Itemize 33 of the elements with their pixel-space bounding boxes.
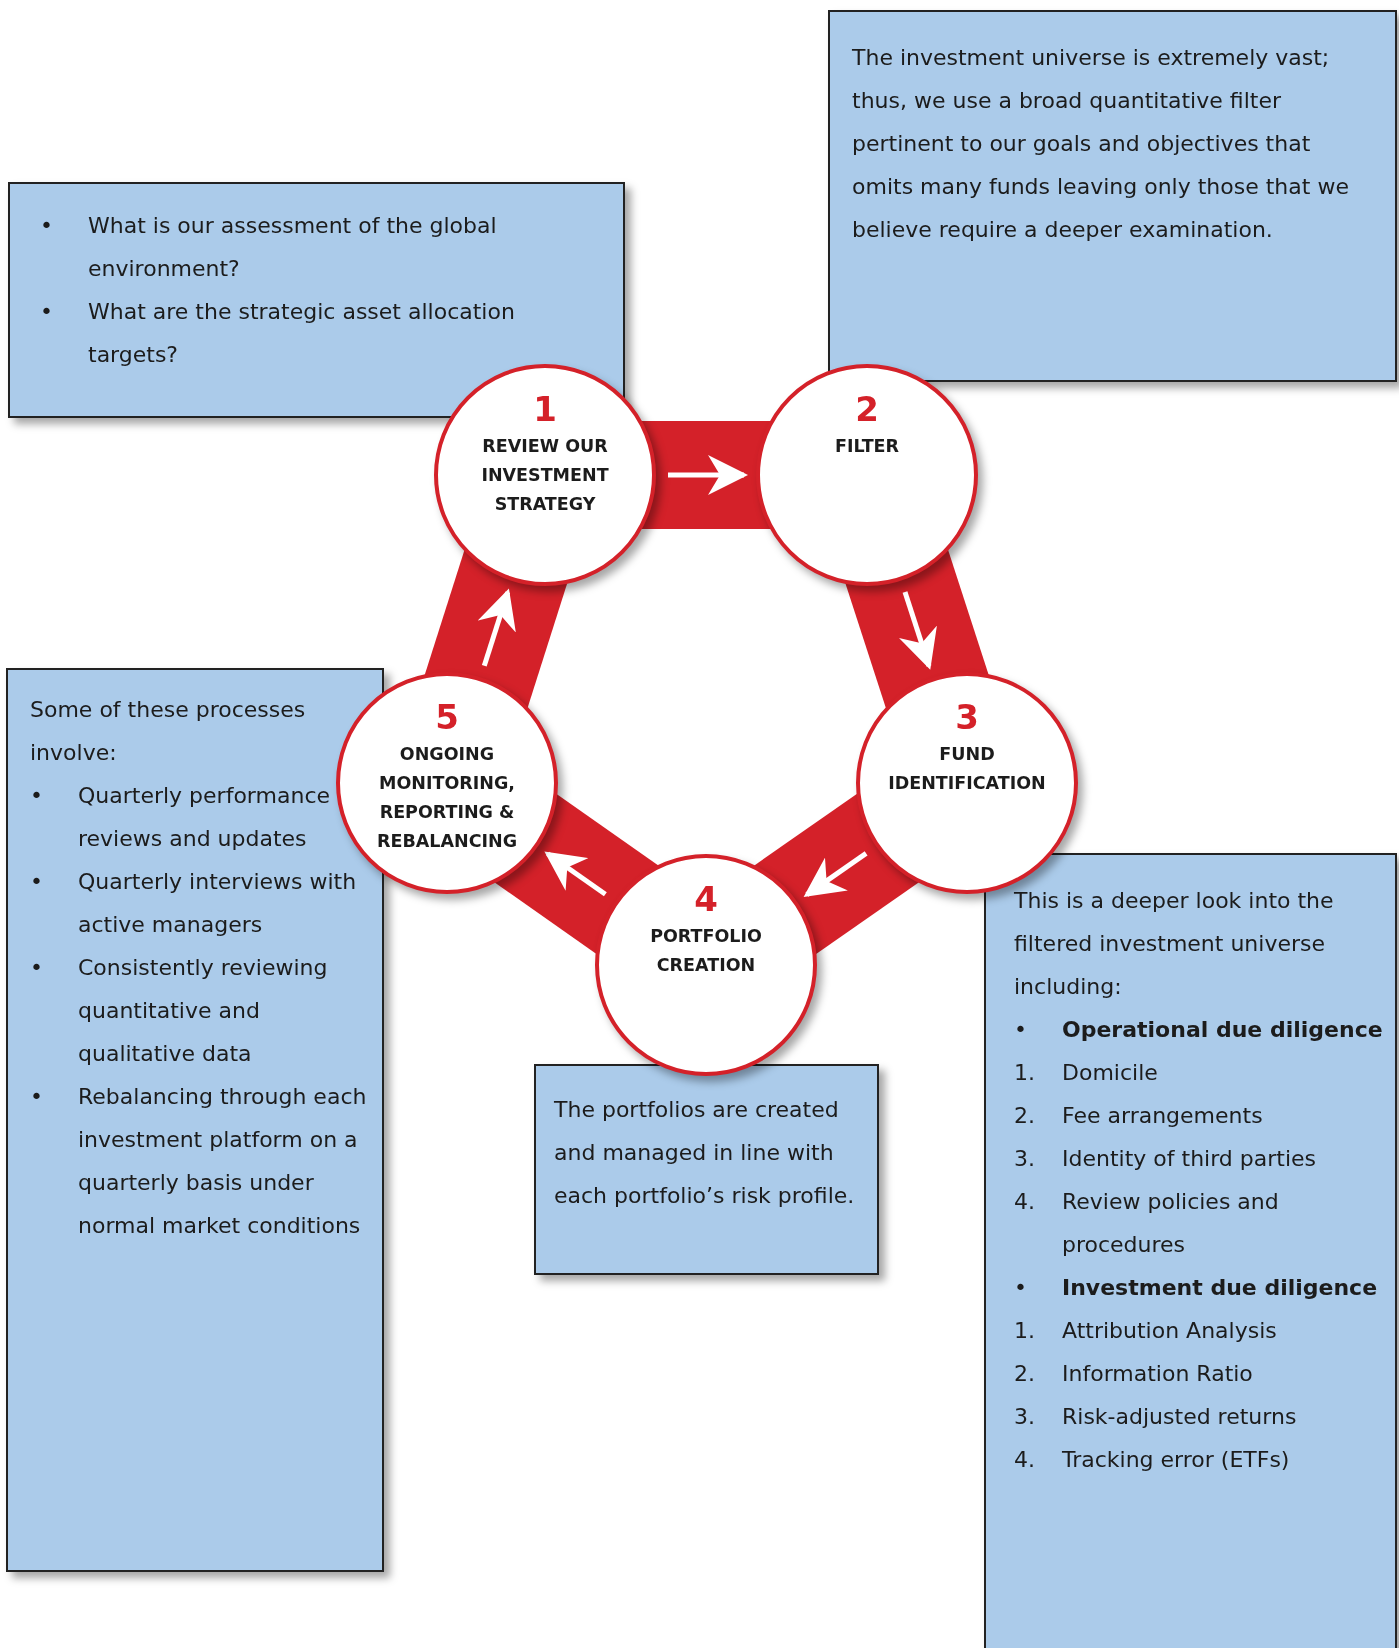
step-number: 4	[694, 880, 718, 918]
list-item: • Operational due diligence	[1014, 1016, 1384, 1044]
list-item: • What is our assessment of the global environment?	[40, 212, 498, 283]
list-item: • What are the strategic asset allocation targets?	[40, 298, 516, 369]
list-item: 1. Attribution Analysis	[1014, 1317, 1278, 1345]
step-number: 5	[435, 698, 459, 736]
list-item: • Rebalancing through each investment platform on a quarterly basis under normal market conditions	[30, 1083, 368, 1240]
box-text: The portfolios are created and managed in line with each portfolio’s risk profile.	[554, 1096, 856, 1210]
box-text: This is a deeper look into the filtered investment universe including:	[1014, 887, 1335, 1001]
info-box	[984, 853, 1397, 1648]
box-text: The investment universe is extremely vast; thus, we use a broad quantitative filter pertinent to our goals and objectives that omits many funds leaving only those that we believe require a deeper examination.	[852, 44, 1350, 244]
list-item: • Quarterly performance reviews and updates	[30, 782, 331, 853]
info-box	[534, 1064, 879, 1275]
list-item: 3. Risk-adjusted returns	[1014, 1403, 1298, 1431]
list-item: • Investment due diligence	[1014, 1274, 1379, 1302]
info-box	[828, 10, 1397, 382]
box-text: Some of these processes involve:	[30, 696, 307, 767]
list-item: 4. Review policies and procedures	[1014, 1188, 1280, 1259]
step-title: ONGOING MONITORING, REPORTING & REBALANCING	[376, 743, 518, 853]
step-title: REVIEW OUR INVESTMENT STRATEGY	[480, 435, 610, 516]
step-title: FUND IDENTIFICATION	[887, 743, 1047, 795]
list-item: 3. Identity of third parties	[1014, 1145, 1318, 1173]
list-item: 4. Tracking error (ETFs)	[1014, 1446, 1291, 1474]
list-item: 2. Information Ratio	[1014, 1360, 1254, 1388]
step-title: PORTFOLIO CREATION	[649, 925, 763, 977]
list-item: 1. Domicile	[1014, 1059, 1159, 1087]
step-title: FILTER	[834, 435, 900, 458]
step-number: 2	[855, 390, 879, 428]
step-number: 1	[533, 390, 557, 428]
list-item: • Quarterly interviews with active managers	[30, 868, 358, 939]
step-number: 3	[955, 698, 979, 736]
list-item: • Consistently reviewing quantitative and qualitative data	[30, 954, 329, 1068]
list-item: 2. Fee arrangements	[1014, 1102, 1264, 1130]
